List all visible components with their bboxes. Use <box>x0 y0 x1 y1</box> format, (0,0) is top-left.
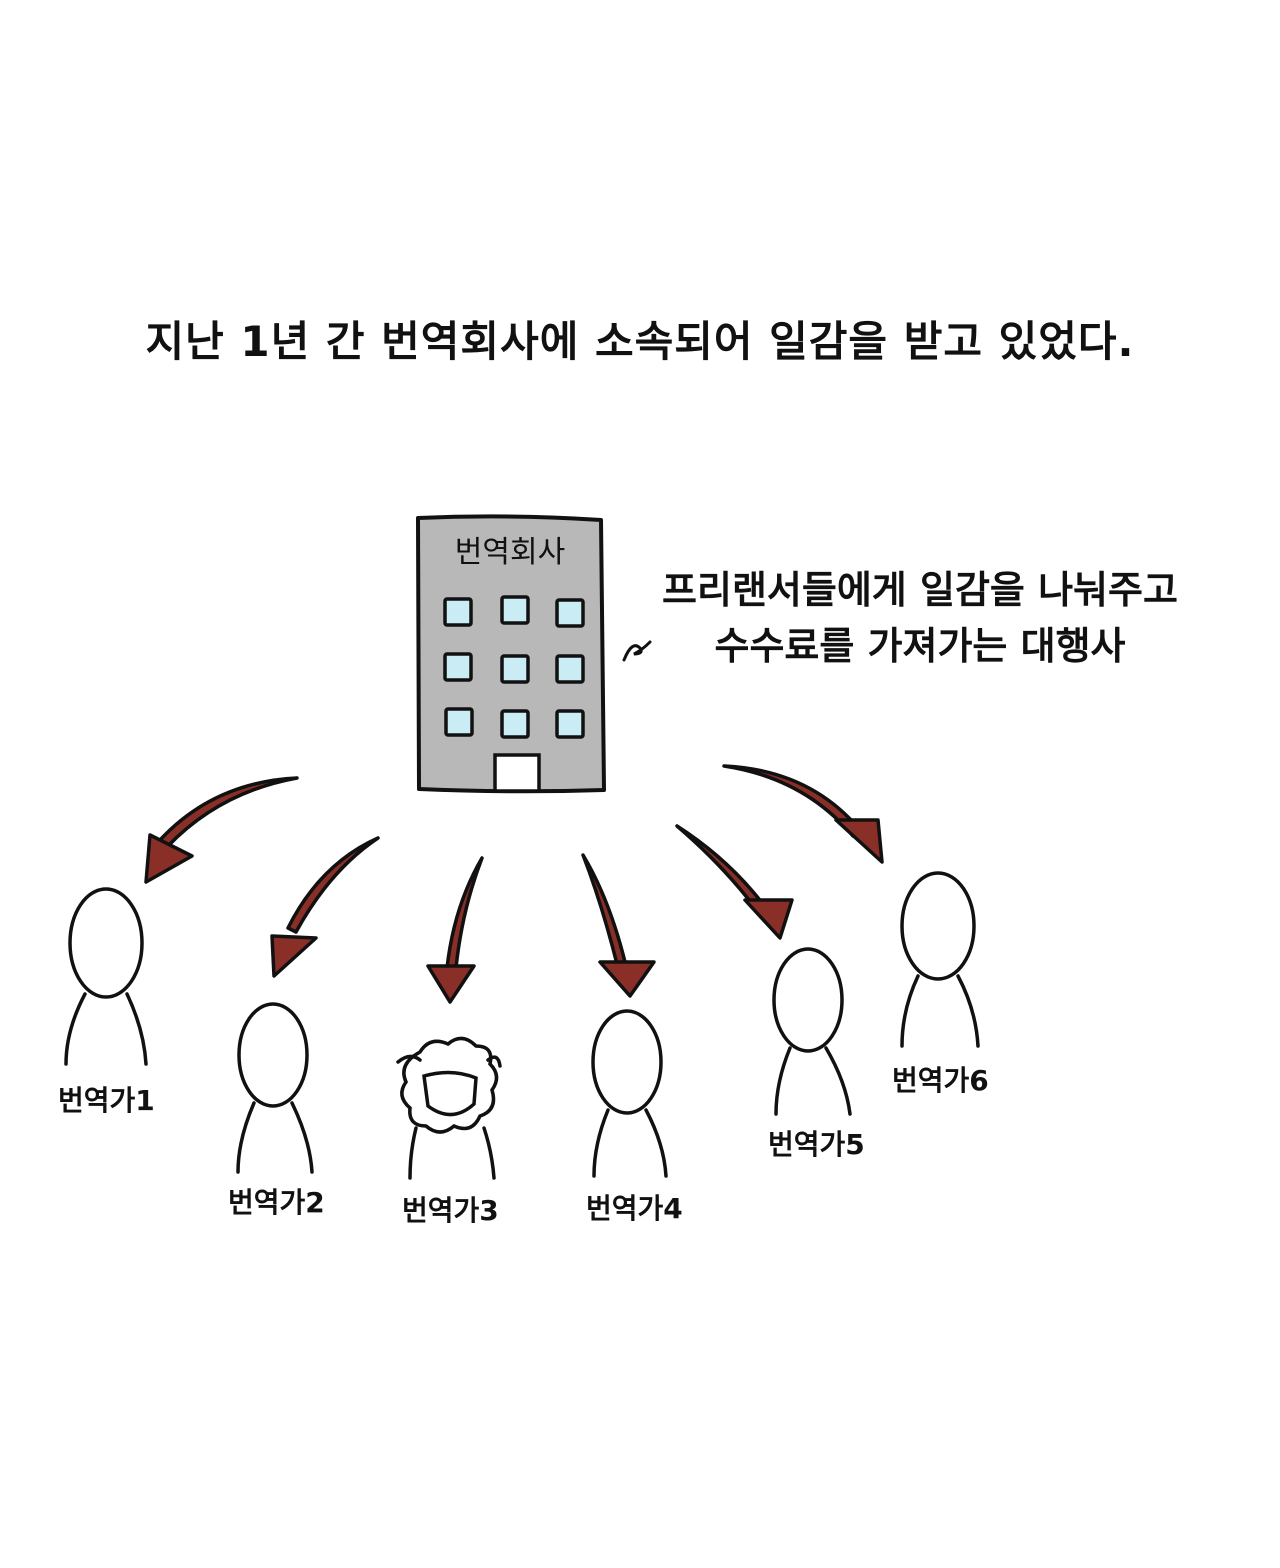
squiggle-pointer <box>624 642 650 660</box>
translator-6 <box>902 873 978 1046</box>
building-label: 번역회사 <box>455 535 565 570</box>
translator-label-3: 번역가3 <box>402 1194 499 1227</box>
translator-label-2: 번역가2 <box>228 1186 325 1219</box>
translator-5 <box>774 949 850 1114</box>
arrow-6 <box>724 766 882 862</box>
translator-3-sheep <box>398 1038 500 1178</box>
building-windows <box>445 597 583 737</box>
translator-label-1: 번역가1 <box>58 1084 155 1117</box>
translator-1 <box>66 889 146 1064</box>
body <box>410 1128 494 1178</box>
translator-label-4: 번역가4 <box>586 1192 683 1225</box>
body <box>238 1103 312 1172</box>
translator-label-5: 번역가5 <box>768 1128 865 1161</box>
body <box>66 994 146 1064</box>
translator-2 <box>238 1004 312 1172</box>
translator-4 <box>593 1011 666 1176</box>
head <box>774 949 842 1051</box>
arrow-1 <box>146 778 297 882</box>
head <box>70 889 142 997</box>
body <box>776 1048 850 1114</box>
body <box>594 1110 666 1176</box>
arrow-5 <box>677 826 792 938</box>
head <box>902 873 974 979</box>
arrow-3 <box>428 858 482 1002</box>
sheep-face <box>424 1072 476 1114</box>
head <box>593 1011 661 1113</box>
arrow-4 <box>583 855 654 996</box>
arrow-2 <box>272 838 378 976</box>
building: 번역회사 <box>418 516 604 791</box>
building-door <box>495 755 539 791</box>
translator-label-6: 번역가6 <box>892 1064 989 1097</box>
body <box>902 976 978 1046</box>
head <box>239 1004 307 1106</box>
